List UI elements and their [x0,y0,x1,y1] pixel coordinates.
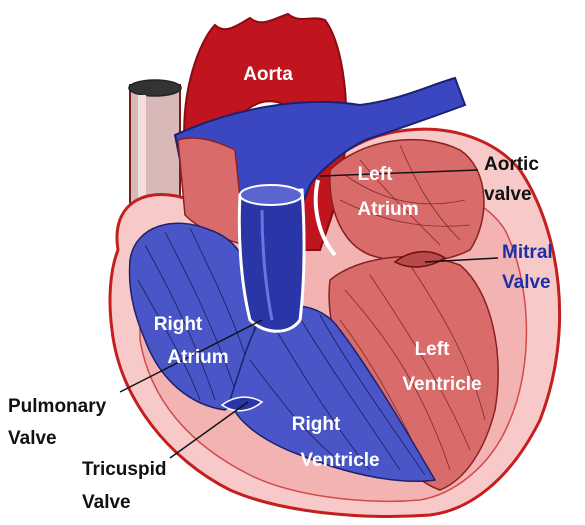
right-atrium-label-line2: Atrium [167,347,228,368]
right-atrium-label-line1: Right [154,314,203,335]
mitral-valve-label-line1: Mitral [502,242,553,263]
right-ventricle-label-line2: Ventricle [300,450,379,471]
pulmonary-valve-label-line2: Valve [8,428,57,449]
aorta-label: Aorta [243,64,293,85]
tricuspid-valve-label-line1: Tricuspid [82,459,166,480]
pulmonary-valve-label-line1: Pulmonary [8,396,107,417]
left-ventricle-label-line2: Ventricle [402,374,481,395]
pulmonary-trunk [239,185,304,331]
aortic-valve-label-line2: valve [484,184,532,205]
tricuspid-valve-label-line2: Valve [82,492,131,513]
left-atrium-label-line1: Left [358,164,394,185]
right-ventricle-label-line1: Right [292,414,341,435]
left-atrium-label-line2: Atrium [357,199,418,220]
left-ventricle-label-line1: Left [415,339,451,360]
aortic-valve-label-line1: Aortic [484,154,539,175]
mitral-valve-label-line2: Valve [502,272,551,293]
